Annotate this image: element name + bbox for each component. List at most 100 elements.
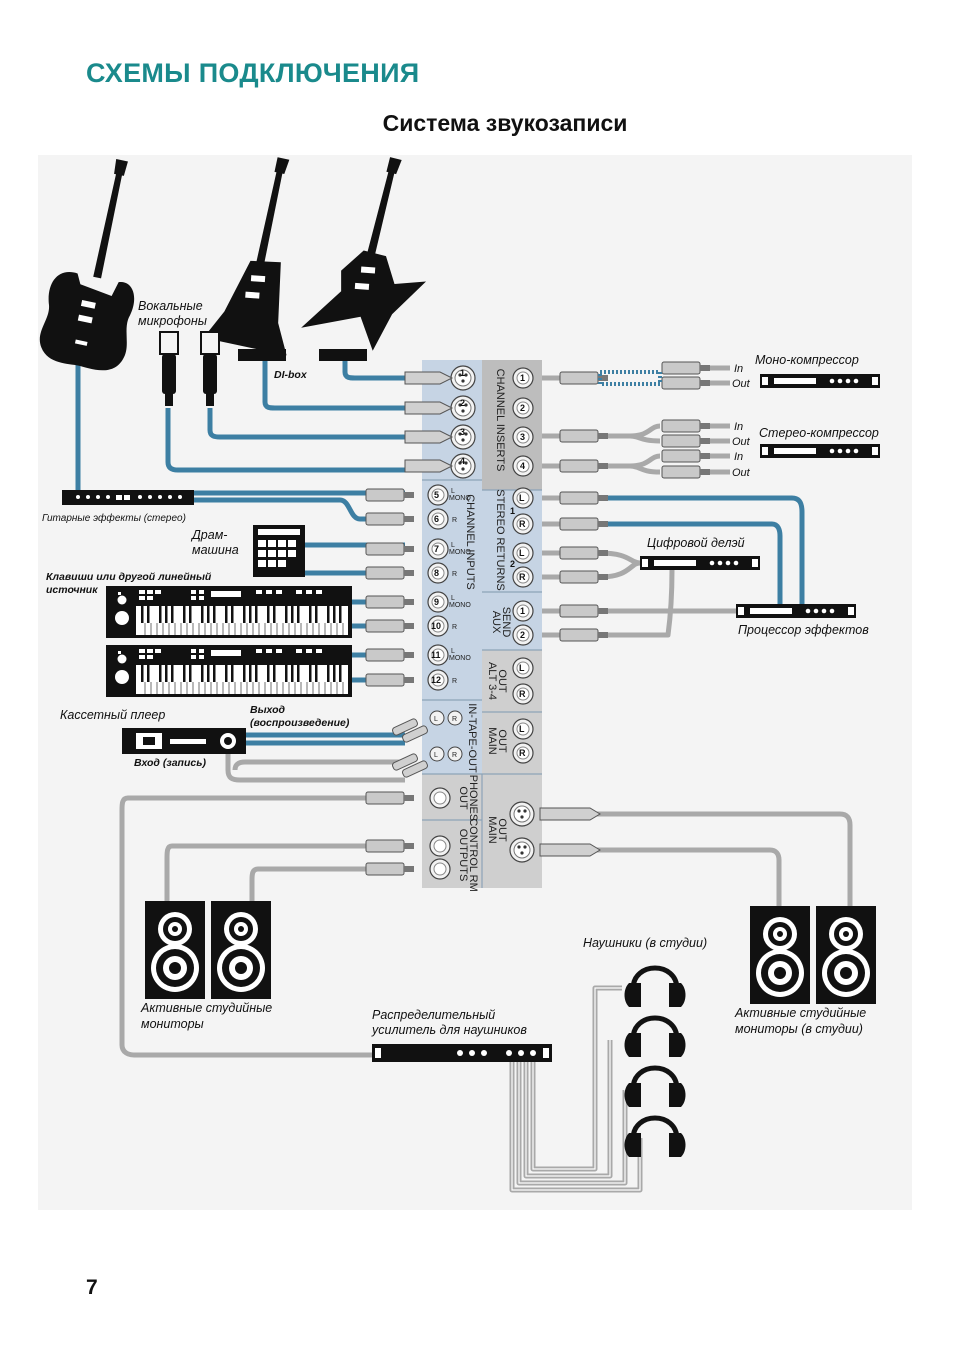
return-number: 1 (510, 506, 515, 516)
headphones-icon (625, 1018, 686, 1057)
headphones-icon (625, 1068, 686, 1107)
microphone-icon (200, 331, 220, 406)
jack-plug (365, 488, 415, 687)
tape-r-label: R (452, 716, 457, 723)
control-rm-label-2: OUTPUTS (457, 829, 469, 882)
return-l-label: L (519, 493, 525, 503)
dibox-label: DI-box (274, 369, 308, 381)
monitors-left-label-2: мониторы (141, 1017, 204, 1031)
drum-machine-label-1: Драм- (190, 528, 227, 542)
jack-number: 10 (431, 621, 441, 631)
digital-delay-label: Цифровой делэй (647, 536, 745, 550)
jack-r-label: R (452, 571, 457, 578)
xlr-plug (404, 371, 454, 473)
speaker-icon (145, 901, 205, 999)
return-r-label: R (519, 519, 526, 529)
cassette-in-label: Вход (запись) (134, 757, 206, 769)
main-xlr-label-2: OUT (496, 818, 508, 842)
main-r-label: R (519, 748, 526, 758)
jack-plug (365, 791, 415, 876)
guitar-icon (35, 151, 165, 376)
cassette-player-icon (122, 728, 246, 754)
stereo-comp-label: Стерео-компрессор (759, 426, 879, 440)
page-heading: СХЕМЫ ПОДКЛЮЧЕНИЯ (86, 58, 420, 88)
cassette-out-label-2: (воспроизведение) (250, 717, 350, 729)
diagram-title: Система звукозаписи (382, 110, 628, 136)
monitors-right-label-1: Активные студийные (734, 1006, 866, 1020)
alt-out-label-1: ALT 3-4 (486, 662, 498, 700)
keyboard-icon (105, 585, 353, 639)
jack-l-label: L (451, 542, 455, 549)
dibox-icon (319, 349, 367, 361)
headphones-icon (625, 1118, 686, 1157)
jack-r-label: R (452, 624, 457, 631)
hp-amp-label-2: усилитель для наушников (371, 1023, 527, 1037)
cassette-label: Кассетный плеер (60, 708, 165, 722)
return-number: 2 (510, 559, 515, 569)
tape-l-label: L (434, 752, 438, 759)
insert-number: 1 (520, 373, 525, 383)
xlr-number: 3 (460, 427, 465, 437)
xlr-number: 4 (460, 456, 465, 466)
aux-number: 1 (520, 606, 525, 616)
jack-number: 12 (431, 675, 441, 685)
dibox-icon (238, 349, 286, 361)
jack-mono-label: MONO (449, 655, 471, 662)
channel-inputs-label: CHANNEL INPUTS (464, 494, 476, 590)
jack-mono-label: MONO (449, 495, 471, 502)
keys-label-2: источник (46, 584, 98, 596)
insert-in-label: In (734, 363, 743, 375)
tape-label: IN-TAPE-OUT (466, 703, 478, 773)
drum-machine-icon (253, 525, 305, 577)
alt-l-label: L (519, 663, 525, 673)
main-out-label-1: MAIN (486, 727, 498, 755)
speaker-icon (816, 906, 876, 1004)
channel-inserts-label: CHANNEL INSERTS (494, 369, 506, 472)
drum-machine-label-2: машина (192, 543, 239, 557)
blue-cables (75, 330, 805, 746)
main-l-label: L (519, 724, 525, 734)
control-rm-label-1: CONTROL RM (467, 818, 479, 892)
jack-l-label: L (451, 648, 455, 655)
microphone-icon (159, 331, 179, 406)
jack-number: 9 (434, 597, 439, 607)
insert-number: 2 (520, 403, 525, 413)
mono-compressor-rack-icon (760, 374, 880, 388)
phones-jack[interactable] (429, 787, 451, 809)
jack-number: 11 (431, 650, 441, 660)
main-xlr-label-1: MAIN (486, 816, 498, 844)
guitar-icon (299, 146, 454, 360)
in-out-markers: In Out In Out In Out (732, 363, 751, 479)
phones-label-1: PHONES (467, 775, 479, 821)
jack-r-label: R (452, 678, 457, 685)
jack-r-label: R (452, 517, 457, 524)
vocal-mics-label-1: Вокальные (138, 299, 203, 313)
insert-number: 4 (520, 461, 525, 471)
insert-in-label: In (734, 451, 743, 463)
headphones-label: Наушники (в студии) (583, 936, 707, 950)
page-number: 7 (86, 1276, 98, 1299)
tape-jacks[interactable]: L R L R (429, 710, 463, 762)
vocal-mics-label-2: микрофоны (138, 314, 207, 328)
insert-out-label: Out (732, 436, 751, 448)
insert-in-label: In (734, 421, 743, 433)
jack-mono-label: MONO (449, 602, 471, 609)
headphone-amp-rack-icon (372, 1044, 552, 1062)
insert-out-label: Out (732, 378, 751, 390)
keyboard-icon (105, 644, 353, 698)
xlr-out-plug (539, 807, 601, 857)
stereo-returns-label: STEREO RETURNS (494, 489, 506, 590)
headphones-icon (625, 968, 686, 1007)
jack-number: 8 (434, 568, 439, 578)
insert-out-label: Out (732, 467, 751, 479)
rca-plugs (392, 718, 428, 778)
alt-r-label: R (519, 689, 526, 699)
monitors-right-label-2: мониторы (в студии) (735, 1022, 863, 1036)
jack-number: 7 (434, 544, 439, 554)
tape-l-label: L (434, 716, 438, 723)
guitar-fx-label: Гитарные эффекты (стерео) (42, 512, 186, 524)
speaker-icon (750, 906, 810, 1004)
monitors-left-label-1: Активные студийные (140, 1001, 272, 1015)
tape-r-label: R (452, 752, 457, 759)
digital-delay-rack-icon (640, 556, 760, 570)
